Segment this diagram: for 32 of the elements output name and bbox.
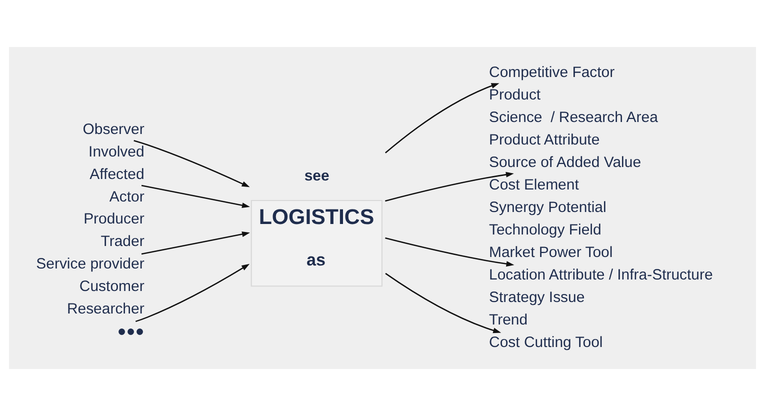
- arrow: [385, 272, 502, 333]
- node-text: Observer: [82, 120, 144, 138]
- node-text: Source of Added Value: [489, 154, 642, 170]
- label: Producer: [84, 210, 144, 228]
- label: Trend: [489, 310, 528, 328]
- label: Involved: [88, 142, 144, 160]
- label: Product: [489, 86, 541, 104]
- label: Actor: [109, 188, 144, 205]
- node-text: Location Attribute / Infra-Structure: [489, 266, 713, 283]
- label: Customer: [79, 278, 144, 295]
- label: Cost Element: [489, 176, 579, 193]
- label: Trader: [100, 232, 144, 250]
- label: Synergy Potential: [489, 198, 606, 216]
- arrow: [385, 82, 500, 153]
- label: Science / Research Area: [489, 108, 658, 126]
- label: Market Power Tool: [489, 243, 613, 260]
- arrow: [141, 184, 250, 208]
- label: Technology Field: [489, 220, 602, 238]
- label: Strategy Issue: [489, 288, 585, 306]
- node-text: Service provider: [36, 255, 144, 272]
- arrow: [141, 231, 250, 254]
- arrow: [385, 171, 514, 202]
- node-text: ●●●: [117, 322, 144, 340]
- node-text: Affected: [90, 165, 144, 182]
- arrow: [134, 139, 250, 187]
- arrow: [135, 263, 250, 322]
- label: Researcher: [66, 300, 144, 318]
- node-text: Competitive Factor: [489, 64, 615, 81]
- arrow: [385, 236, 514, 266]
- label: Product Attribute: [489, 131, 600, 148]
- node-text: Cost Cutting Tool: [489, 333, 603, 350]
- node-text: see LOGISTICS as: [258, 166, 374, 270]
